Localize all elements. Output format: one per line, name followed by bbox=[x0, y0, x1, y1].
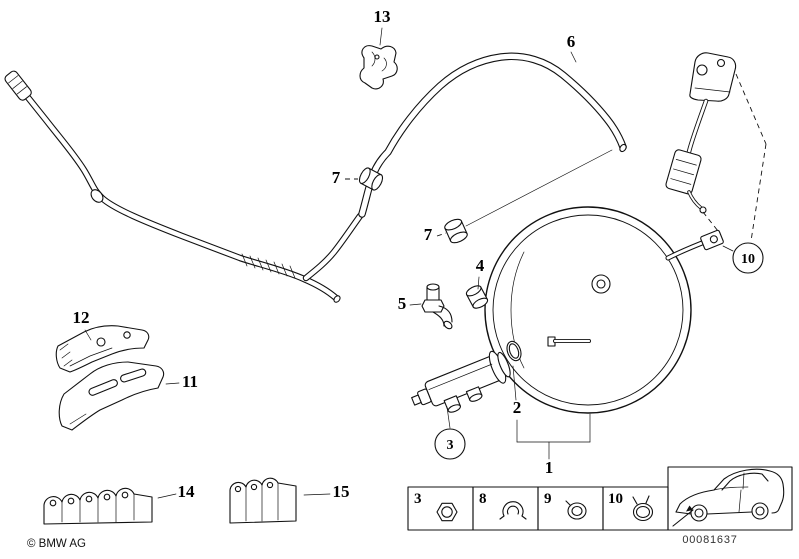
legend-strip: 3 8 9 10 bbox=[407, 466, 793, 531]
retaining-clip-icon bbox=[499, 501, 527, 520]
callout-11: 11 bbox=[182, 372, 198, 391]
svg-text:3: 3 bbox=[414, 491, 422, 507]
pedal-pad bbox=[665, 149, 702, 195]
callout-5: 5 bbox=[398, 294, 407, 313]
vacuum-hose bbox=[358, 52, 627, 218]
callout-7a: 7 bbox=[332, 168, 341, 187]
car-silhouette-icon bbox=[672, 468, 785, 527]
legend-item-3: 3 bbox=[407, 486, 474, 531]
booster-pushrod bbox=[665, 229, 724, 261]
o-ring bbox=[506, 340, 522, 362]
pipe-open-end bbox=[333, 295, 341, 303]
retaining-clip-13 bbox=[359, 45, 398, 90]
legend-item-10: 10 bbox=[602, 486, 669, 531]
document-number: 00081637 bbox=[682, 534, 737, 546]
vehicle-box bbox=[667, 466, 793, 531]
svg-text:8: 8 bbox=[479, 491, 487, 507]
grommet-7b bbox=[444, 218, 468, 244]
bracket-12 bbox=[55, 325, 150, 373]
legend-item-8: 8 bbox=[472, 486, 539, 531]
callout-15: 15 bbox=[333, 482, 350, 501]
circled-callout-10: 10 bbox=[732, 242, 764, 274]
cable-holder-15 bbox=[229, 477, 297, 524]
svg-text:10: 10 bbox=[741, 252, 755, 267]
pipe-end-cap bbox=[4, 70, 32, 101]
bracket-11 bbox=[58, 361, 165, 431]
location-arrow bbox=[672, 509, 694, 527]
hose-open-end bbox=[619, 143, 627, 153]
callout-4: 4 bbox=[476, 256, 485, 275]
brake-pedal-assembly bbox=[665, 52, 767, 242]
pipe-clip-ring bbox=[90, 189, 104, 203]
booster-hub bbox=[591, 274, 611, 294]
hex-nut-icon bbox=[436, 502, 458, 522]
callout-12: 12 bbox=[73, 308, 90, 327]
hose-clamp-icon bbox=[632, 495, 654, 522]
spring-clip-icon bbox=[565, 500, 587, 520]
leader-lines bbox=[84, 27, 734, 499]
vacuum-pipe bbox=[4, 70, 364, 303]
circled-callout-3: 3 bbox=[434, 428, 466, 460]
callout-7b: 7 bbox=[424, 225, 433, 244]
callout-13: 13 bbox=[374, 7, 391, 26]
legend-item-9: 9 bbox=[537, 486, 604, 531]
elbow-fitting-5 bbox=[421, 283, 453, 330]
callout-1: 1 bbox=[545, 458, 554, 477]
location-arrow-head bbox=[686, 505, 693, 512]
booster-stud bbox=[547, 336, 591, 347]
pipe-coil-hatching bbox=[241, 253, 296, 279]
callout-2: 2 bbox=[513, 398, 522, 417]
svg-text:9: 9 bbox=[544, 491, 552, 507]
callout-14: 14 bbox=[178, 482, 196, 501]
cable-holder-14 bbox=[43, 487, 153, 525]
brake-booster bbox=[484, 206, 724, 414]
bushing-4 bbox=[465, 285, 489, 309]
grommet-7a bbox=[358, 167, 384, 191]
leader-7b-to-hose bbox=[465, 149, 613, 227]
master-cylinder bbox=[411, 350, 511, 413]
svg-text:3: 3 bbox=[447, 438, 454, 453]
copyright-text: © BMW AG bbox=[27, 538, 86, 550]
svg-text:10: 10 bbox=[608, 491, 623, 507]
callout-6: 6 bbox=[567, 32, 576, 51]
